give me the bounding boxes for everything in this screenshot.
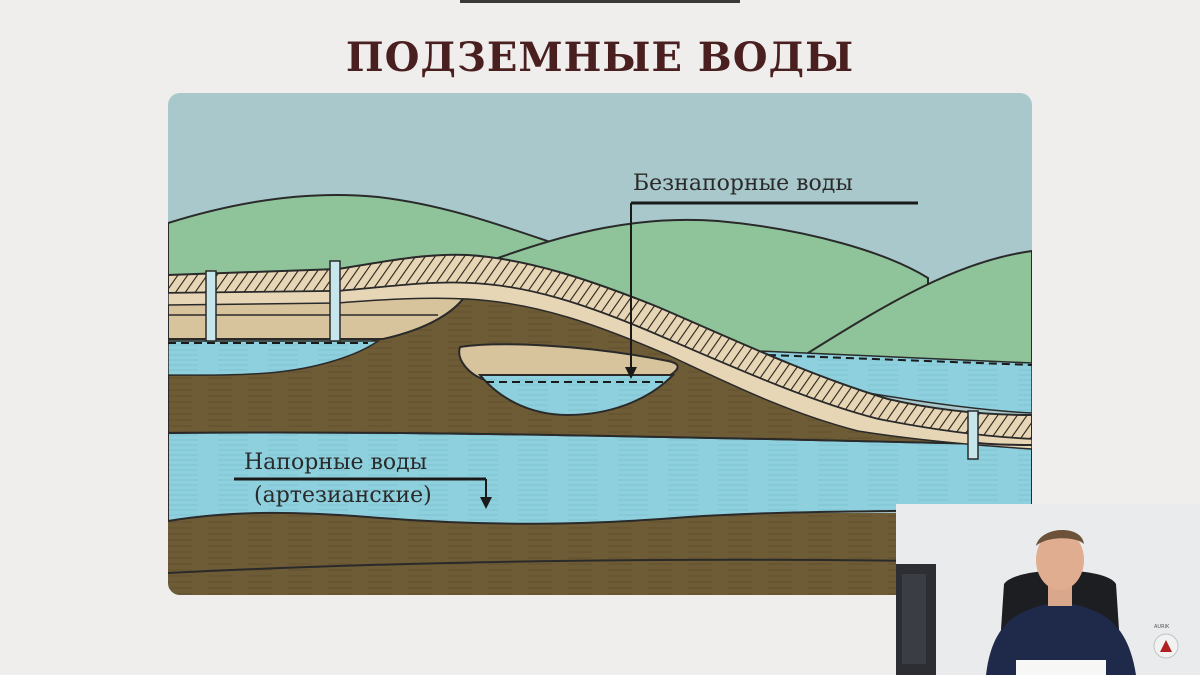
perched-water — [477, 374, 676, 417]
well-middle — [329, 260, 341, 342]
webcam-video: AURIK — [896, 504, 1200, 675]
sand-band — [168, 281, 1032, 450]
label-artesian-subtitle: (артезианские) — [254, 483, 432, 508]
deep-soil — [168, 513, 1032, 595]
label-unconfined-water: Безнапорные воды — [633, 171, 853, 196]
groundwater-diagram: Безнапорные воды Напорные воды (артезиан… — [168, 93, 1032, 595]
top-progress-bar — [460, 0, 740, 3]
perched-lens — [458, 343, 679, 382]
slide-title: ПОДЗЕМНЫЕ ВОДЫ — [345, 34, 855, 81]
artesian-arrowhead — [480, 497, 492, 509]
well-left — [205, 270, 217, 342]
unconfined-arrowhead — [625, 367, 637, 379]
left-water — [168, 340, 381, 376]
label-artesian-water: Напорные воды — [244, 450, 428, 475]
channel-logo-text: AURIK — [1154, 624, 1170, 630]
well-right — [967, 410, 979, 460]
presenter — [986, 602, 1136, 675]
